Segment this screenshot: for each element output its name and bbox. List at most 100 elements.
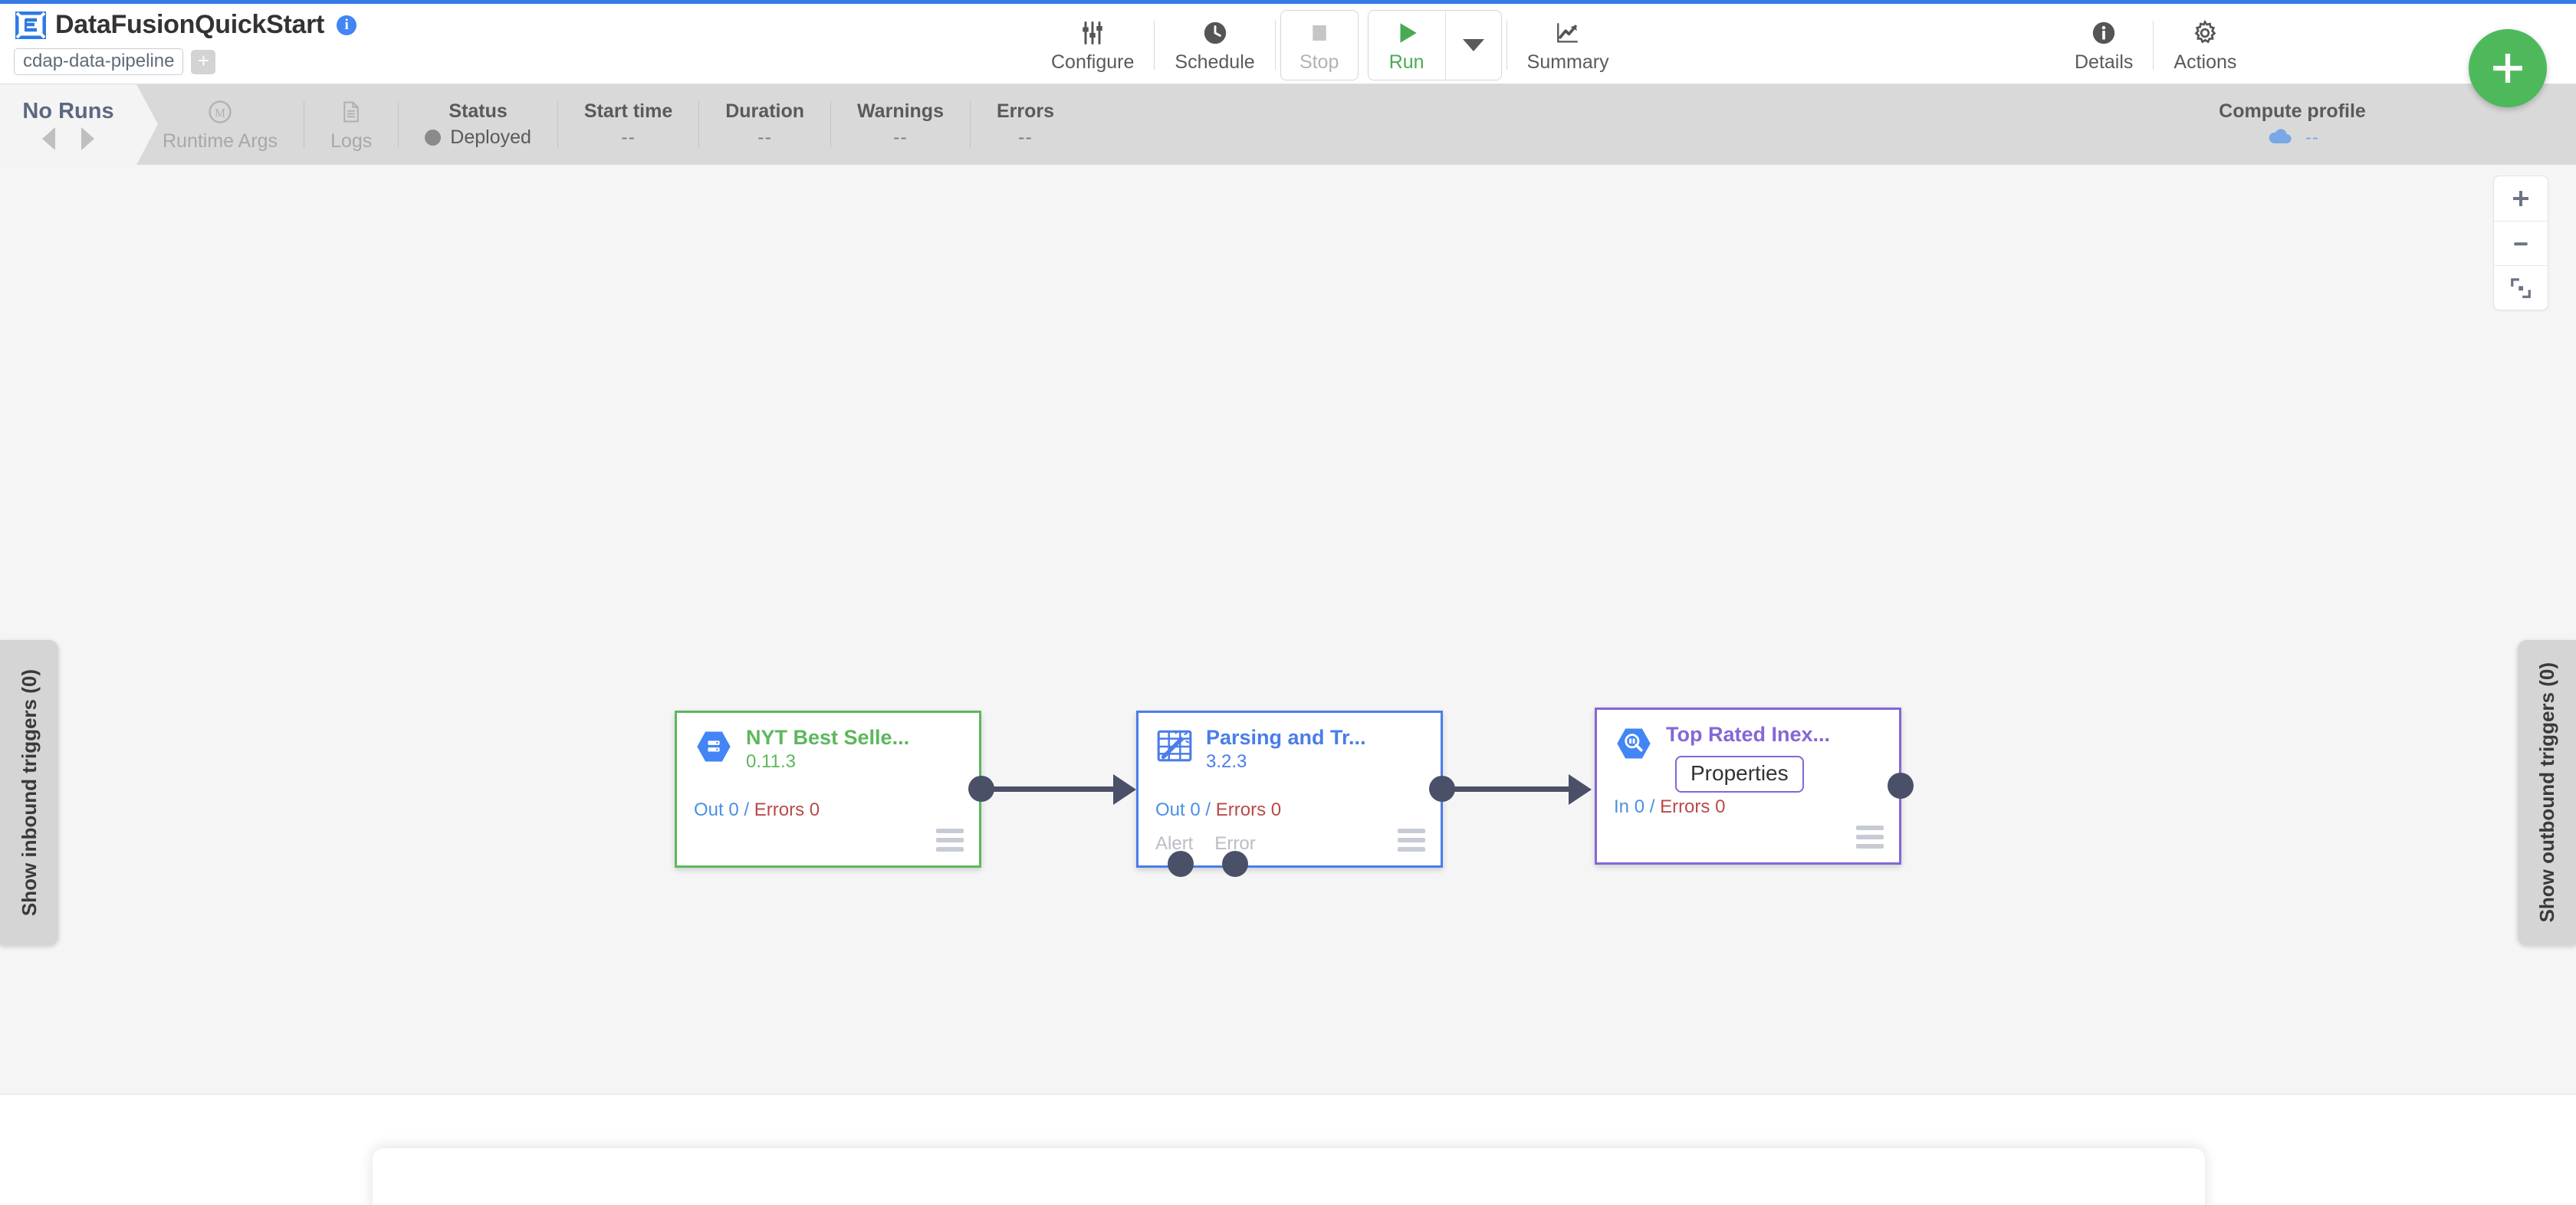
node-metric-out-value: 0 <box>728 800 739 820</box>
configure-button[interactable]: Configure <box>1031 8 1154 82</box>
start-time-metric: Start time -- <box>558 84 698 165</box>
duration-metric: Duration -- <box>699 84 830 165</box>
node-menu-icon[interactable] <box>936 829 964 852</box>
node-alert-port[interactable] <box>1168 851 1194 877</box>
node-metric-separator: / <box>1649 796 1655 817</box>
info-circle-icon <box>2091 18 2117 48</box>
compute-profile[interactable]: Compute profile -- <box>2193 84 2392 165</box>
alert-port-label[interactable]: Alert <box>1155 833 1194 854</box>
start-time-value: -- <box>621 126 636 148</box>
header-right-cluster: Details Actions <box>2055 8 2256 82</box>
pipeline-node-transform[interactable]: Parsing and Tr... 3.2.3 Out 0 / Errors 0… <box>1136 711 1443 868</box>
summary-label: Summary <box>1526 51 1609 73</box>
node-metric-out-label: Out <box>694 800 724 820</box>
status-badge: Deployed <box>425 126 531 149</box>
triangle-left-icon[interactable] <box>42 127 55 150</box>
clock-icon <box>1202 18 1228 48</box>
minus-icon <box>2514 241 2528 245</box>
compute-profile-value: -- <box>2305 127 2319 148</box>
divider <box>1154 21 1155 70</box>
node-metrics: In 0 / Errors 0 <box>1614 796 1725 818</box>
node-name: NYT Best Selle... <box>746 726 910 749</box>
stop-square-icon <box>1308 18 1331 48</box>
fit-to-screen-button[interactable] <box>2494 265 2548 310</box>
runtime-args-label: Runtime Args <box>163 130 278 152</box>
chevron-down-icon <box>1462 39 1484 51</box>
errors-value: -- <box>1018 126 1033 148</box>
node-metrics: Out 0 / Errors 0 <box>1155 800 1281 821</box>
runtime-args-button[interactable]: M Runtime Args <box>136 84 304 165</box>
schedule-label: Schedule <box>1175 51 1255 73</box>
node-metric-separator: / <box>1205 800 1211 820</box>
node-name: Parsing and Tr... <box>1206 726 1366 749</box>
sliders-icon <box>1079 18 1106 48</box>
header-action-cluster: Configure Schedule Stop <box>1031 8 1629 82</box>
bottom-sheet-panel[interactable] <box>373 1148 2205 1205</box>
cloud-icon <box>2266 127 2295 149</box>
properties-tooltip[interactable]: Properties <box>1675 756 1804 793</box>
info-icon[interactable]: i <box>337 15 357 35</box>
actions-button[interactable]: Actions <box>2154 8 2256 82</box>
run-dropdown-button[interactable] <box>1444 11 1501 80</box>
triangle-right-icon[interactable] <box>81 127 94 150</box>
inbound-triggers-drawer[interactable]: Show inbound triggers (0) <box>0 640 58 945</box>
node-metric-errors-value: 0 <box>1715 796 1726 817</box>
stop-button-box[interactable]: Stop <box>1280 10 1359 80</box>
fit-screen-icon <box>2511 277 2531 298</box>
run-button-box[interactable]: Run <box>1367 10 1502 80</box>
node-version: 3.2.3 <box>1206 750 1247 772</box>
details-button[interactable]: Details <box>2055 8 2153 82</box>
bigquery-sink-icon <box>1614 724 1654 767</box>
pipeline-node-sink[interactable]: Top Rated Inex... Properties In 0 / Erro… <box>1595 708 1901 865</box>
node-metric-errors-label: Errors <box>1215 800 1267 820</box>
zoom-out-button[interactable] <box>2494 221 2548 265</box>
svg-text:M: M <box>215 107 225 120</box>
node-metric-separator: / <box>744 800 750 820</box>
divider <box>830 101 832 148</box>
warnings-metric: Warnings -- <box>831 84 970 165</box>
trend-chart-icon <box>1554 18 1582 48</box>
plus-icon <box>2513 191 2528 206</box>
outbound-triggers-drawer[interactable]: Show outbound triggers (0) <box>2518 640 2576 945</box>
summary-button[interactable]: Summary <box>1507 8 1629 82</box>
connector-line-2 <box>1442 786 1586 792</box>
node-error-port[interactable] <box>1222 851 1248 877</box>
run-button[interactable]: Run <box>1368 11 1445 80</box>
node-metric-errors-label: Errors <box>754 800 805 820</box>
status-items: M Runtime Args <box>136 84 1080 165</box>
node-metric-in-label: In <box>1614 796 1630 817</box>
node-metric-errors-label: Errors <box>1660 796 1710 817</box>
warnings-value: -- <box>893 126 908 148</box>
add-tag-button[interactable]: + <box>191 49 216 74</box>
node-name: Top Rated Inex... <box>1666 723 1831 746</box>
divider <box>969 101 971 148</box>
page-title: DataFusionQuickStart <box>55 10 325 39</box>
errors-metric: Errors -- <box>971 84 1080 165</box>
logs-button[interactable]: Logs <box>304 84 398 165</box>
stop-label: Stop <box>1299 51 1339 73</box>
error-port-label[interactable]: Error <box>1214 833 1256 854</box>
node-metric-errors-value: 0 <box>809 800 820 820</box>
brand-block: DataFusionQuickStart i <box>15 10 357 40</box>
compute-profile-label: Compute profile <box>2219 100 2366 122</box>
pipeline-canvas[interactable]: Show inbound triggers (0) Show outbound … <box>0 165 2576 1095</box>
node-metric-errors-value: 0 <box>1270 800 1282 820</box>
divider <box>698 101 700 148</box>
add-plugin-fab[interactable] <box>2469 29 2547 107</box>
actions-label: Actions <box>2174 51 2237 73</box>
run-label: Run <box>1388 51 1424 73</box>
zoom-in-button[interactable] <box>2494 176 2548 221</box>
start-time-label: Start time <box>583 100 673 122</box>
document-lines-icon <box>340 97 363 126</box>
pipeline-node-source[interactable]: NYT Best Selle... 0.11.3 Out 0 / Errors … <box>675 711 981 868</box>
stop-button[interactable]: Stop <box>1281 11 1358 80</box>
artifact-type-tag[interactable]: cdap-data-pipeline <box>14 48 184 75</box>
connector-arrow-1 <box>1113 774 1136 805</box>
connector-line-1 <box>981 786 1131 792</box>
node-menu-icon[interactable] <box>1398 829 1425 852</box>
node-output-port[interactable] <box>1888 773 1914 799</box>
node-text: NYT Best Selle... 0.11.3 <box>746 726 910 773</box>
schedule-button[interactable]: Schedule <box>1155 8 1274 82</box>
divider <box>1506 21 1507 70</box>
node-menu-icon[interactable] <box>1856 826 1884 849</box>
